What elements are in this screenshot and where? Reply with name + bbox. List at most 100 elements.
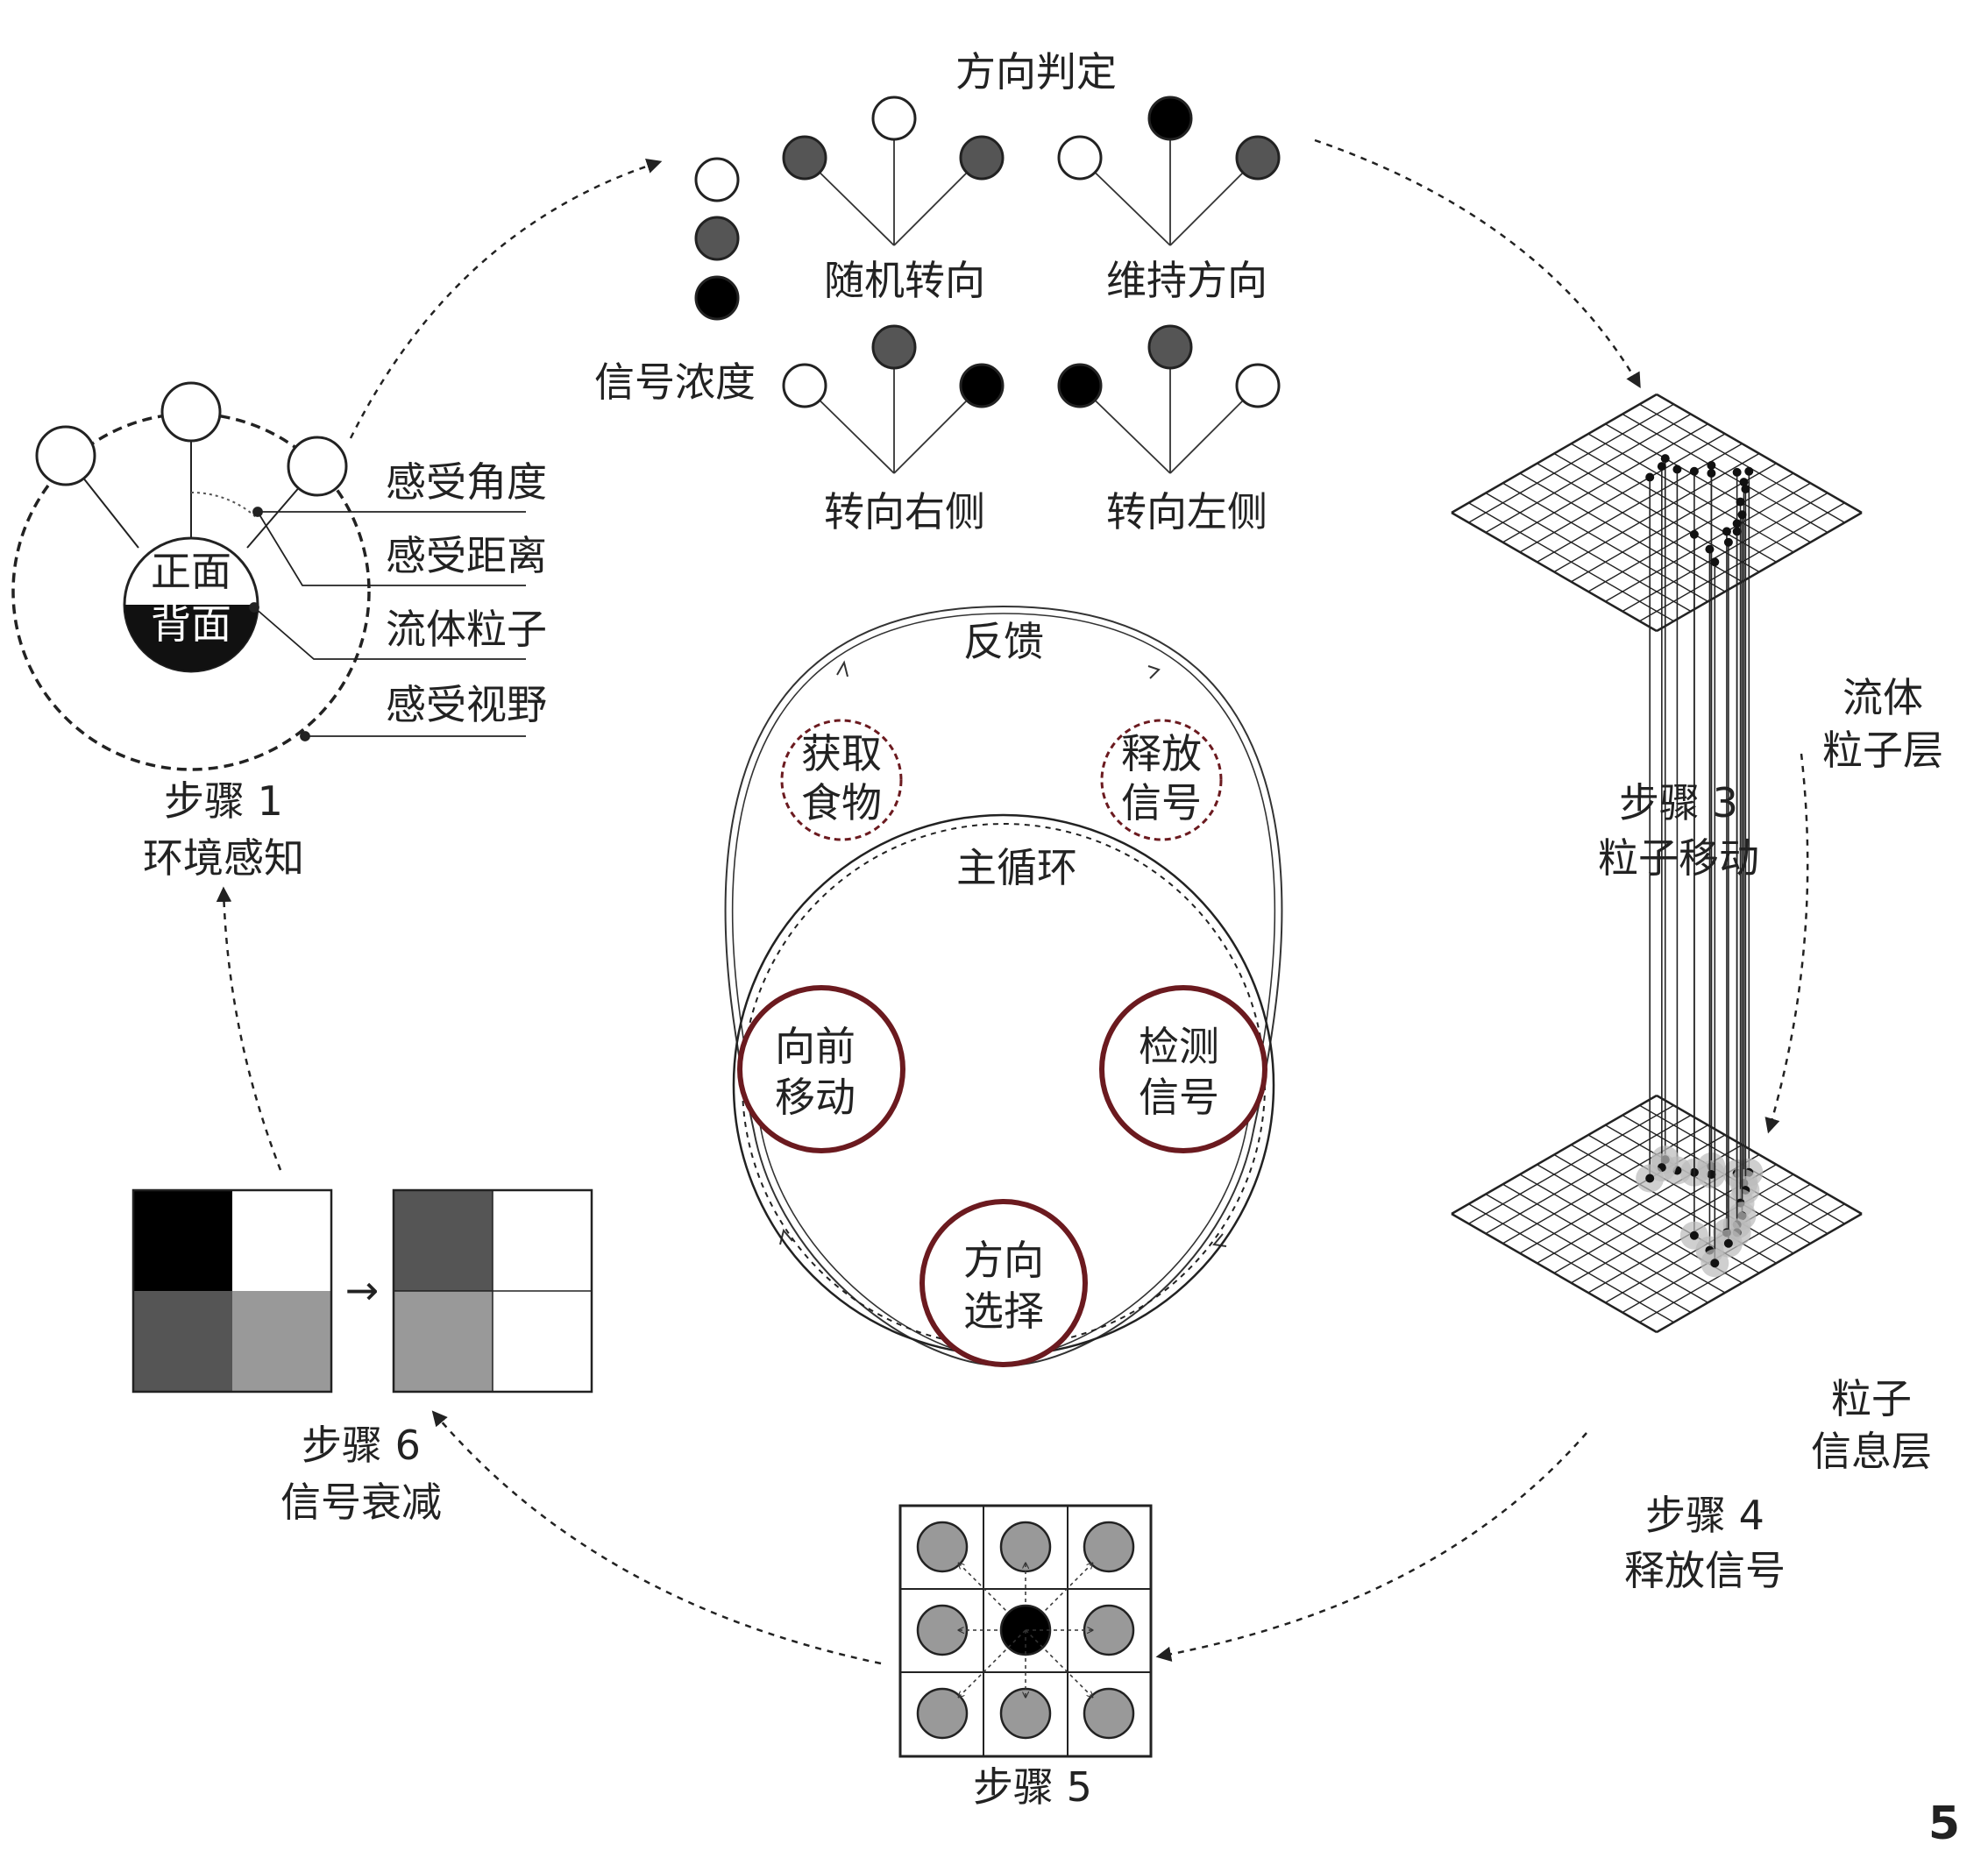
arrow-direction-to-step3 [1314, 138, 1641, 389]
fork-keep [1057, 96, 1281, 246]
trail-top-dot [1672, 465, 1682, 474]
node-detect-signal [1099, 985, 1267, 1153]
back-label: 背面 [151, 600, 231, 648]
main-loop-label: 主循环 [956, 844, 1077, 891]
trail-top-dot [1736, 497, 1745, 507]
turn-right-label: 转向右侧 [824, 488, 985, 535]
neighbour-cell [916, 1521, 969, 1573]
trail-top-dot [1710, 557, 1720, 567]
svg-text:向前: 向前 [775, 1023, 856, 1070]
particle-back-half [124, 605, 258, 671]
random-turn-label: 随机转向 [824, 257, 985, 304]
step1-leaders [249, 507, 526, 741]
sensor-center [160, 381, 222, 443]
step1-number: 步骤 1 [164, 777, 283, 825]
central-loop: 反馈 主循环 获取 食物 释放 信号 向前 移动 检测 信号 方向 选择 [724, 605, 1283, 1367]
legend-high [694, 275, 740, 321]
decay-before [131, 1188, 333, 1394]
trail-top-dot [1732, 519, 1742, 528]
step3-name: 粒子移动 [1598, 834, 1759, 882]
info-layer-label-2: 信息层 [1811, 1428, 1932, 1475]
trail-top-dot [1660, 454, 1670, 464]
trail-top-dot [1732, 527, 1742, 536]
svg-text:选择: 选择 [963, 1287, 1044, 1335]
trail-bottom-dot [1645, 1174, 1655, 1183]
arrow-step3-to-step4 [1764, 753, 1809, 1134]
trail-top-dot [1707, 469, 1716, 478]
trail-bottom-dot [1723, 1238, 1733, 1248]
fluid-layer-label-1: 流体 [1842, 674, 1923, 721]
label-sense-view: 感受视野 [386, 681, 547, 728]
svg-text:释放: 释放 [1121, 730, 1202, 777]
arrow-step4-to-step5 [1155, 1432, 1587, 1662]
front-label: 正面 [151, 548, 231, 595]
step6-decay: → 步骤 6 信号衰减 [131, 1188, 593, 1526]
trail-top-dot [1707, 461, 1716, 470]
step1-sensing: 正面 背面 感受角度 感受距离 流体粒子 感受视野 步骤 1 环境感知 [11, 381, 547, 882]
svg-text:信号: 信号 [1121, 779, 1202, 826]
decay-after [392, 1188, 593, 1394]
sensor-right [287, 436, 348, 497]
direction-title: 方向判定 [955, 48, 1117, 96]
trail-top-dot [1722, 527, 1731, 536]
node-release-signal [1100, 719, 1223, 841]
arrow-step6-to-step1 [216, 886, 282, 1171]
node-choose-direction [919, 1199, 1088, 1367]
node-move-forward [737, 985, 905, 1153]
fluid-layer-label-2: 粒子层 [1822, 727, 1943, 774]
fork-left [1057, 324, 1281, 474]
label-sense-distance: 感受距离 [386, 532, 547, 579]
trail-top-dot [1689, 466, 1699, 476]
turn-left-label: 转向左侧 [1106, 488, 1267, 535]
sensing-angle-arc [190, 491, 257, 518]
step3-number: 步骤 3 [1619, 779, 1738, 826]
sensor-left [35, 425, 96, 486]
neighbour-cell [916, 1687, 969, 1740]
trail-top-dot [1689, 529, 1699, 539]
trail-top-dot [1705, 544, 1715, 554]
step6-number: 步骤 6 [302, 1422, 421, 1469]
feedback-label: 反馈 [963, 618, 1044, 665]
trail-bottom-dot [1689, 1230, 1699, 1240]
trail-top-dot [1723, 537, 1733, 547]
decay-arrow: → [345, 1266, 380, 1314]
svg-text:信号: 信号 [1139, 1074, 1219, 1121]
legend-low [694, 157, 740, 202]
step6-name: 信号衰减 [280, 1479, 442, 1526]
svg-text:移动: 移动 [775, 1074, 856, 1121]
particle-info-layer-grid [1451, 1094, 1863, 1334]
concentration-label: 信号浓度 [594, 358, 756, 406]
step5-neighbourhood: 步骤 5 [898, 1504, 1153, 1811]
keep-direction-label: 维持方向 [1106, 257, 1267, 304]
svg-text:获取: 获取 [801, 730, 882, 777]
arrow-step1-to-direction [349, 158, 663, 439]
step1-name: 环境感知 [143, 834, 304, 882]
trail-top-dot [1741, 485, 1750, 493]
neighbour-cell [1083, 1521, 1135, 1573]
trail-bottom-dot [1710, 1259, 1720, 1268]
svg-text:检测: 检测 [1139, 1023, 1219, 1070]
label-fluid-particle: 流体粒子 [386, 606, 547, 653]
svg-text:食物: 食物 [801, 779, 882, 826]
particle-trails [1636, 454, 1764, 1278]
page-number: 5 [1928, 1798, 1960, 1850]
trail-top-dot [1657, 462, 1666, 472]
neighbour-cell [1083, 1687, 1135, 1740]
trail-top-dot [1739, 478, 1749, 487]
label-sense-angle: 感受角度 [386, 458, 547, 506]
step3-4-layers: 步骤 3 粒子移动 流体 粒子层 粒子 信息层 步骤 4 释放信号 [1451, 393, 1943, 1594]
step4-number: 步骤 4 [1645, 1492, 1764, 1539]
fork-random [782, 96, 1005, 246]
trail-top-dot [1732, 467, 1742, 477]
diffusion-arrow [959, 1629, 1026, 1697]
svg-text:方向: 方向 [963, 1237, 1044, 1284]
step4-name: 释放信号 [1624, 1547, 1786, 1594]
node-get-food [780, 719, 903, 841]
diffusion-arrow [1025, 1629, 1092, 1697]
fork-right [782, 324, 1005, 474]
trail-top-dot [1645, 472, 1655, 482]
direction-decision: 方向判定 信号浓度 随机转向 维持方向 [594, 48, 1281, 535]
trail-top-dot [1737, 510, 1747, 520]
info-layer-label-1: 粒子 [1831, 1375, 1912, 1422]
